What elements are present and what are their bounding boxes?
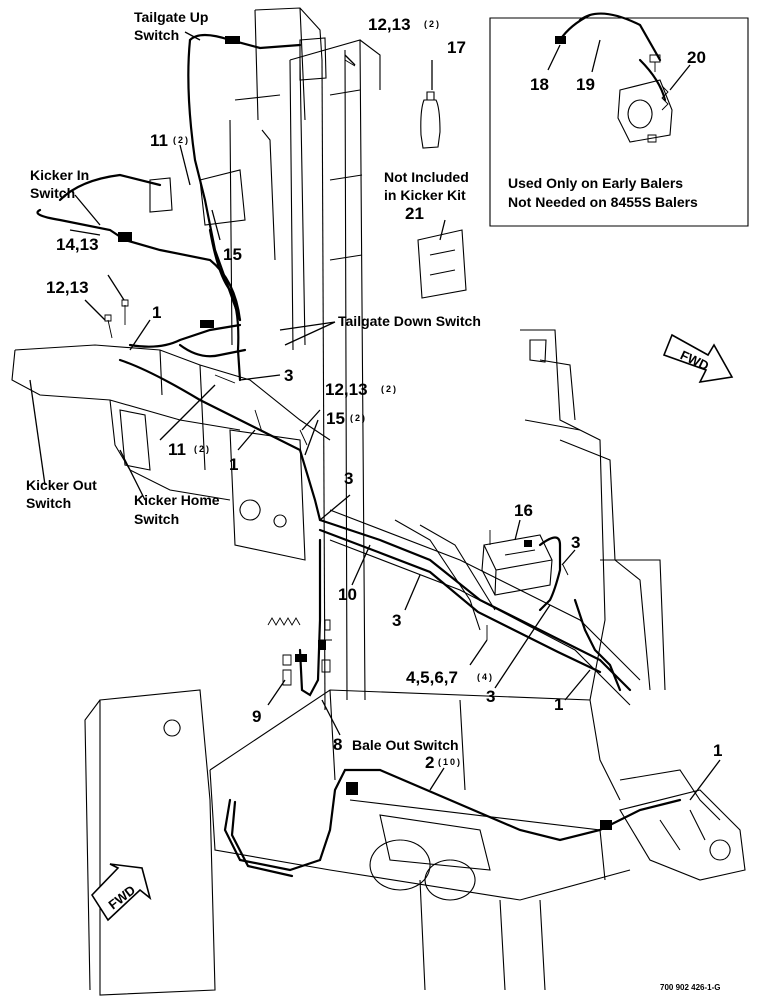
- callout-2-qty: (10): [438, 757, 462, 767]
- callout-1-right: 1: [554, 695, 563, 714]
- label-early-balers-line1: Used Only on Early Balers: [508, 175, 683, 191]
- leader-lines: [29, 31, 721, 801]
- callout-17: 17: [447, 38, 466, 57]
- callout-18: 18: [530, 75, 549, 94]
- label-tailgate-up-line2: Switch: [134, 27, 179, 43]
- callout-11-top: 11: [150, 131, 168, 150]
- wiring-harness: [36, 12, 682, 878]
- label-kicker-home-line2: Switch: [134, 511, 179, 527]
- callout-21: 21: [405, 204, 424, 223]
- part-labels: Tailgate Up Switch Kicker In Switch Not …: [26, 9, 721, 992]
- callout-15-top: 15: [223, 245, 242, 264]
- callout-1-bottom: 1: [713, 741, 722, 760]
- callout-11-mid: 11: [168, 440, 186, 459]
- callout-11-top-qty: (2): [173, 135, 190, 145]
- label-tailgate-down: Tailgate Down Switch: [338, 313, 481, 329]
- callout-3-right: 3: [571, 533, 580, 552]
- label-kicker-in-line1: Kicker In: [30, 167, 89, 183]
- label-kicker-out-line1: Kicker Out: [26, 477, 97, 493]
- label-kicker-in-line2: Switch: [30, 185, 75, 201]
- callout-12-13-top-qty: (2): [424, 19, 441, 29]
- callout-20: 20: [687, 48, 706, 67]
- callout-16: 16: [514, 501, 533, 520]
- label-early-balers-line2: Not Needed on 8455S Balers: [508, 194, 698, 210]
- callout-11-mid-qty: (2): [194, 444, 211, 454]
- label-kicker-home-line1: Kicker Home: [134, 492, 220, 508]
- callout-12-13-mid: 12,13: [325, 380, 368, 399]
- callout-3-bottom: 3: [486, 687, 495, 706]
- callout-1-mid: 1: [229, 455, 238, 474]
- fwd-arrow-right: FWD: [662, 333, 734, 384]
- callouts: 12,13 (2) 17 11 (2) 15 14,13 12,13 1 3 1…: [46, 15, 722, 772]
- callout-12-13-top: 12,13: [368, 15, 411, 34]
- callout-3-lower: 3: [392, 611, 401, 630]
- fwd-arrow-left: FWD: [90, 863, 152, 922]
- callout-8: 8: [333, 735, 342, 754]
- callout-12-13-mid-qty: (2): [381, 384, 398, 394]
- label-kicker-out-line2: Switch: [26, 495, 71, 511]
- label-not-included-line2: in Kicker Kit: [384, 187, 466, 203]
- callout-14-13: 14,13: [56, 235, 99, 254]
- callout-9: 9: [252, 707, 261, 726]
- callout-3-mid: 3: [344, 469, 353, 488]
- callout-4-5-6-7-qty: (4): [477, 672, 494, 682]
- baler-frame-drawing: [11, 7, 749, 996]
- callout-19: 19: [576, 75, 595, 94]
- callout-1-upper-left: 1: [152, 303, 161, 322]
- label-bale-out: Bale Out Switch: [352, 737, 459, 753]
- callout-4-5-6-7: 4,5,6,7: [406, 668, 458, 687]
- label-tailgate-up-line1: Tailgate Up: [134, 9, 208, 25]
- callout-15-mid: 15: [326, 409, 345, 428]
- callout-3-upper: 3: [284, 366, 293, 385]
- drawing-number: 700 902 426-1-G: [660, 983, 721, 992]
- callout-10: 10: [338, 585, 357, 604]
- callout-15-mid-qty: (2): [350, 413, 367, 423]
- callout-12-13-left: 12,13: [46, 278, 89, 297]
- callout-2: 2: [425, 753, 434, 772]
- hardware-parts: [104, 36, 669, 830]
- fwd-right-label: FWD: [678, 347, 711, 373]
- label-not-included-line1: Not Included: [384, 169, 469, 185]
